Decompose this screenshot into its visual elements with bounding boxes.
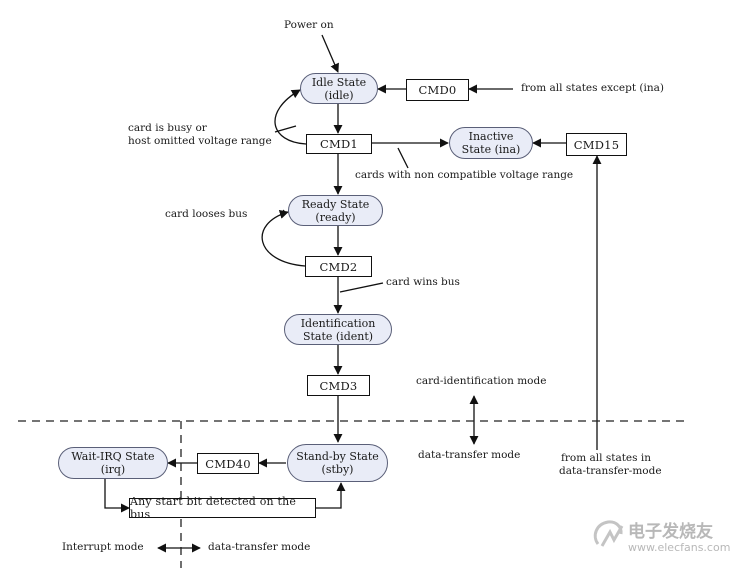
loop-card-looses-bus [261,210,306,267]
state-waitirq-line1: Wait-IRQ State [71,450,155,463]
state-idle: Idle State (idle) [300,73,378,104]
leader-card-looses-bus [281,209,285,214]
cmd1-box: CMD1 [306,134,372,154]
state-inactive-line2: State (ina) [461,143,521,156]
label-interrupt-mode: Interrupt mode [62,541,144,553]
state-ident-line1: Identification [300,316,376,330]
start-bit-box: Any start bit detected on the bus [129,495,316,521]
arrow-power-on [321,34,339,73]
label-card-wins-bus: card wins bus [386,276,460,288]
state-waitirq: Wait-IRQ State (irq) [58,447,168,479]
state-idle-line2: (idle) [324,88,354,102]
arrow-startbit-standby [316,482,346,509]
arrow-waitirq-startbit [104,479,130,513]
label-non-compatible: cards with non compatible voltage range [355,169,574,181]
label-power-on: Power on [284,19,334,31]
state-ready-line1: Ready State [301,197,370,211]
cmd15-box: CMD15 [566,133,627,156]
label-card-busy-line1: card is busy or [128,122,207,134]
label-from-all-states: from all states except (ina) [521,82,664,94]
leader-card-wins-bus [339,282,384,293]
label-from-data-transfer-line1: from all states in [561,452,651,464]
state-idle-line1: Idle State [311,75,367,89]
label-from-data-transfer-line2: data-transfer-mode [559,465,662,477]
state-standby: Stand-by State (stby) [287,444,388,482]
state-waitirq-line2: (irq) [100,463,126,476]
state-standby-line1: Stand-by State [296,450,379,463]
cmd0-box: CMD0 [406,79,469,101]
state-ident-line2: State (ident) [302,329,374,343]
cmd3-box: CMD3 [307,375,370,396]
state-ready: Ready State (ready) [288,195,383,226]
watermark-url: www.elecfans.com [628,541,731,554]
state-inactive-line1: Inactive [468,130,514,143]
cmd40-box: CMD40 [197,453,259,474]
state-ident: Identification State (ident) [284,314,392,345]
label-card-looses-bus: card looses bus [165,208,248,220]
state-ready-line2: (ready) [315,210,356,224]
label-data-transfer-mode-bottom: data-transfer mode [208,541,311,553]
label-data-transfer-mode: data-transfer mode [418,449,521,461]
state-inactive: Inactive State (ina) [449,127,533,159]
loop-card-busy [274,89,307,145]
leader-non-compatible [397,147,409,169]
state-standby-line2: (stby) [321,463,354,476]
watermark-brand: 电子发烧友 [628,522,713,542]
label-card-busy-line2: host omitted voltage range [128,135,272,147]
leader-busy [274,125,297,133]
watermark-logo-icon [588,514,628,554]
cmd2-box: CMD2 [305,256,372,277]
label-card-identification-mode: card-identification mode [416,375,547,387]
